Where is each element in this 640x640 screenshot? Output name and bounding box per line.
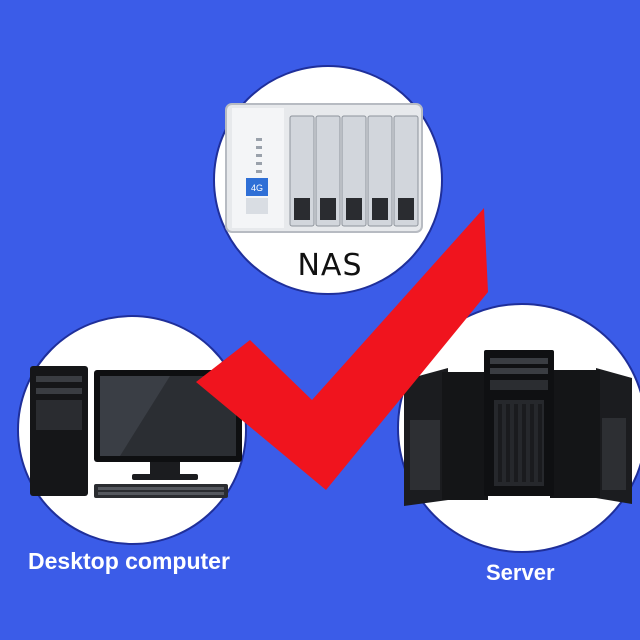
nas-drive-bays bbox=[289, 115, 419, 227]
server-label: Server bbox=[486, 560, 555, 585]
desktop-computer-label: Desktop computer bbox=[28, 548, 230, 574]
nas-circle: 4G bbox=[213, 65, 443, 295]
desktop-tower bbox=[30, 366, 88, 496]
drive-bay bbox=[393, 115, 419, 227]
desktop-computer-icon bbox=[30, 366, 242, 498]
drive-bay bbox=[367, 115, 393, 227]
server-tower-right bbox=[596, 368, 632, 504]
drive-bay bbox=[289, 115, 315, 227]
nas-badge-text: 4G bbox=[251, 183, 263, 193]
server-icon bbox=[404, 350, 632, 506]
nas-icon: 4G bbox=[225, 103, 423, 233]
nas-label: NAS bbox=[297, 248, 363, 283]
server-tower-left bbox=[404, 368, 448, 506]
drive-bay bbox=[341, 115, 367, 227]
nas-badge bbox=[246, 178, 268, 196]
checkmark-icon bbox=[196, 208, 488, 490]
server-circle bbox=[397, 303, 640, 553]
server-tower-front bbox=[484, 350, 554, 496]
drive-bay bbox=[315, 115, 341, 227]
desktop-keyboard bbox=[94, 484, 228, 498]
desktop-circle bbox=[17, 315, 247, 545]
